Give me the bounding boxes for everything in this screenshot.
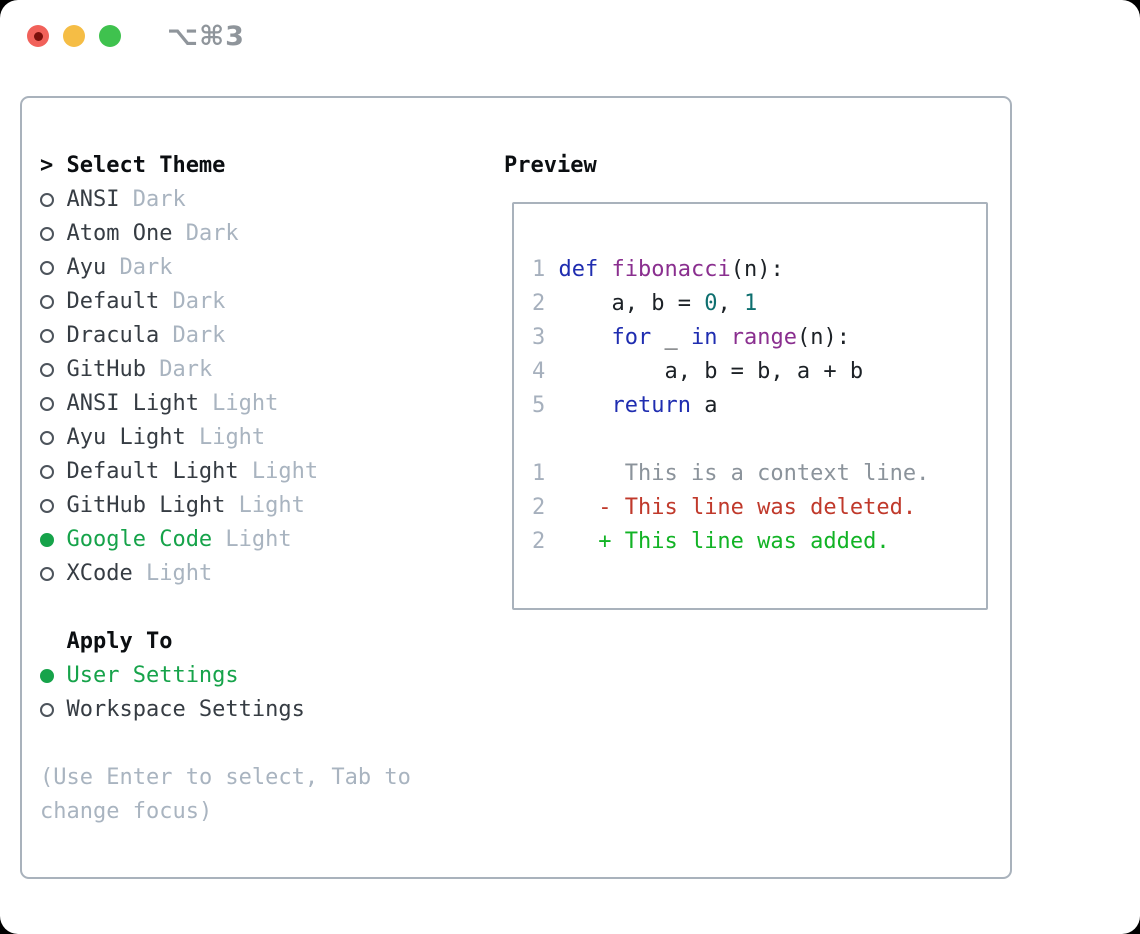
theme-option-label: Default Light [66,459,239,484]
zoom-button[interactable] [99,25,121,47]
theme-option-label: GitHub Light [66,493,226,518]
theme-variant-label: Light [132,561,213,586]
apply-option-label: Workspace Settings [66,697,305,722]
window-title: ⌥⌘3 [167,21,245,52]
select-theme-header: >Select Theme [40,149,411,183]
theme-option-dracula[interactable]: Dracula Dark [40,319,411,353]
theme-variant-label: Dark [119,187,186,212]
line-number: 4 [532,359,546,384]
theme-variant-label: Dark [145,357,213,382]
radio-unselected-icon [40,693,66,727]
radio-unselected-icon [40,421,66,455]
theme-variant-label: Light [198,391,279,416]
theme-option-github-light[interactable]: GitHub Light Light [40,489,411,523]
theme-variant-label: Light [212,527,292,552]
line-number: 2 [532,529,546,554]
help-text: (Use Enter to select, Tab to change focu… [40,761,411,829]
code-line: 4 a, b = b, a + b [532,359,864,384]
theme-option-default[interactable]: Default Dark [40,285,411,319]
theme-option-ayu[interactable]: Ayu Dark [40,251,411,285]
radio-unselected-icon [40,217,66,251]
help-line-1: (Use Enter to select, Tab to [40,765,411,790]
theme-variant-label: Light [225,493,305,518]
theme-option-label: Ayu [66,255,107,280]
radio-unselected-icon [40,319,66,353]
theme-variant-label: Dark [172,221,239,246]
apply-option-label: User Settings [66,663,239,688]
radio-unselected-icon [40,387,66,421]
line-number: 3 [532,325,546,350]
line-number: 1 [532,257,546,282]
code-line: 3 for _ in range(n): [532,325,850,350]
theme-variant-label: Light [185,425,266,450]
close-dot-icon [33,31,43,41]
code-line: 5 return a [532,393,718,418]
titlebar: ⌥⌘3 [0,0,1140,72]
theme-option-label: Google Code [66,527,213,552]
theme-option-default-light[interactable]: Default Light Light [40,455,411,489]
theme-variant-label: Dark [106,255,173,280]
line-number: 1 [532,461,546,486]
line-number: 2 [532,291,546,316]
theme-option-label: ANSI [66,187,120,212]
radio-unselected-icon [40,285,66,319]
apply-to-header: Apply To [66,629,173,654]
close-button[interactable] [27,25,49,47]
theme-option-label: Ayu Light [66,425,186,450]
line-number: 2 [532,495,546,520]
focus-arrow-icon: > [40,153,54,178]
radio-unselected-icon [40,455,66,489]
apply-option-user-settings[interactable]: User Settings [40,659,411,693]
code-line: 2 - This line was deleted. [532,495,917,520]
theme-option-label: Default [66,289,160,314]
apply-option-workspace-settings[interactable]: Workspace Settings [40,693,411,727]
theme-option-ansi[interactable]: ANSI Dark [40,183,411,217]
preview-header: Preview [504,153,597,178]
preview-box: 1 def fibonacci(n): 2 a, b = 0, 1 3 for _ … [512,202,988,610]
theme-option-google-code[interactable]: Google Code Light [40,523,411,557]
radio-unselected-icon [40,353,66,387]
theme-option-ansi-light[interactable]: ANSI Light Light [40,387,411,421]
theme-option-atom-one[interactable]: Atom One Dark [40,217,411,251]
code-line: 1 def fibonacci(n): [532,257,784,282]
radio-unselected-icon [40,251,66,285]
theme-variant-label: Light [238,459,319,484]
theme-option-label: Dracula [66,323,160,348]
radio-selected-icon [40,659,66,693]
theme-variant-label: Dark [159,323,226,348]
radio-selected-icon [40,523,66,557]
code-line [532,423,986,457]
radio-unselected-icon [40,183,66,217]
code-line: 2 a, b = 0, 1 [532,291,758,316]
help-line-2: change focus) [40,799,213,824]
theme-option-label: XCode [66,561,133,586]
code-line: 2 + This line was added. [532,529,890,554]
theme-option-label: Atom One [66,221,173,246]
theme-option-label: GitHub [66,357,146,382]
line-number: 5 [532,393,546,418]
code-line: 1 This is a context line. [532,461,930,486]
theme-option-github[interactable]: GitHub Dark [40,353,411,387]
radio-unselected-icon [40,557,66,591]
radio-unselected-icon [40,489,66,523]
theme-option-ayu-light[interactable]: Ayu Light Light [40,421,411,455]
theme-variant-label: Dark [159,289,226,314]
theme-option-xcode[interactable]: XCode Light [40,557,411,591]
theme-option-label: ANSI Light [66,391,199,416]
minimize-button[interactable] [63,25,85,47]
